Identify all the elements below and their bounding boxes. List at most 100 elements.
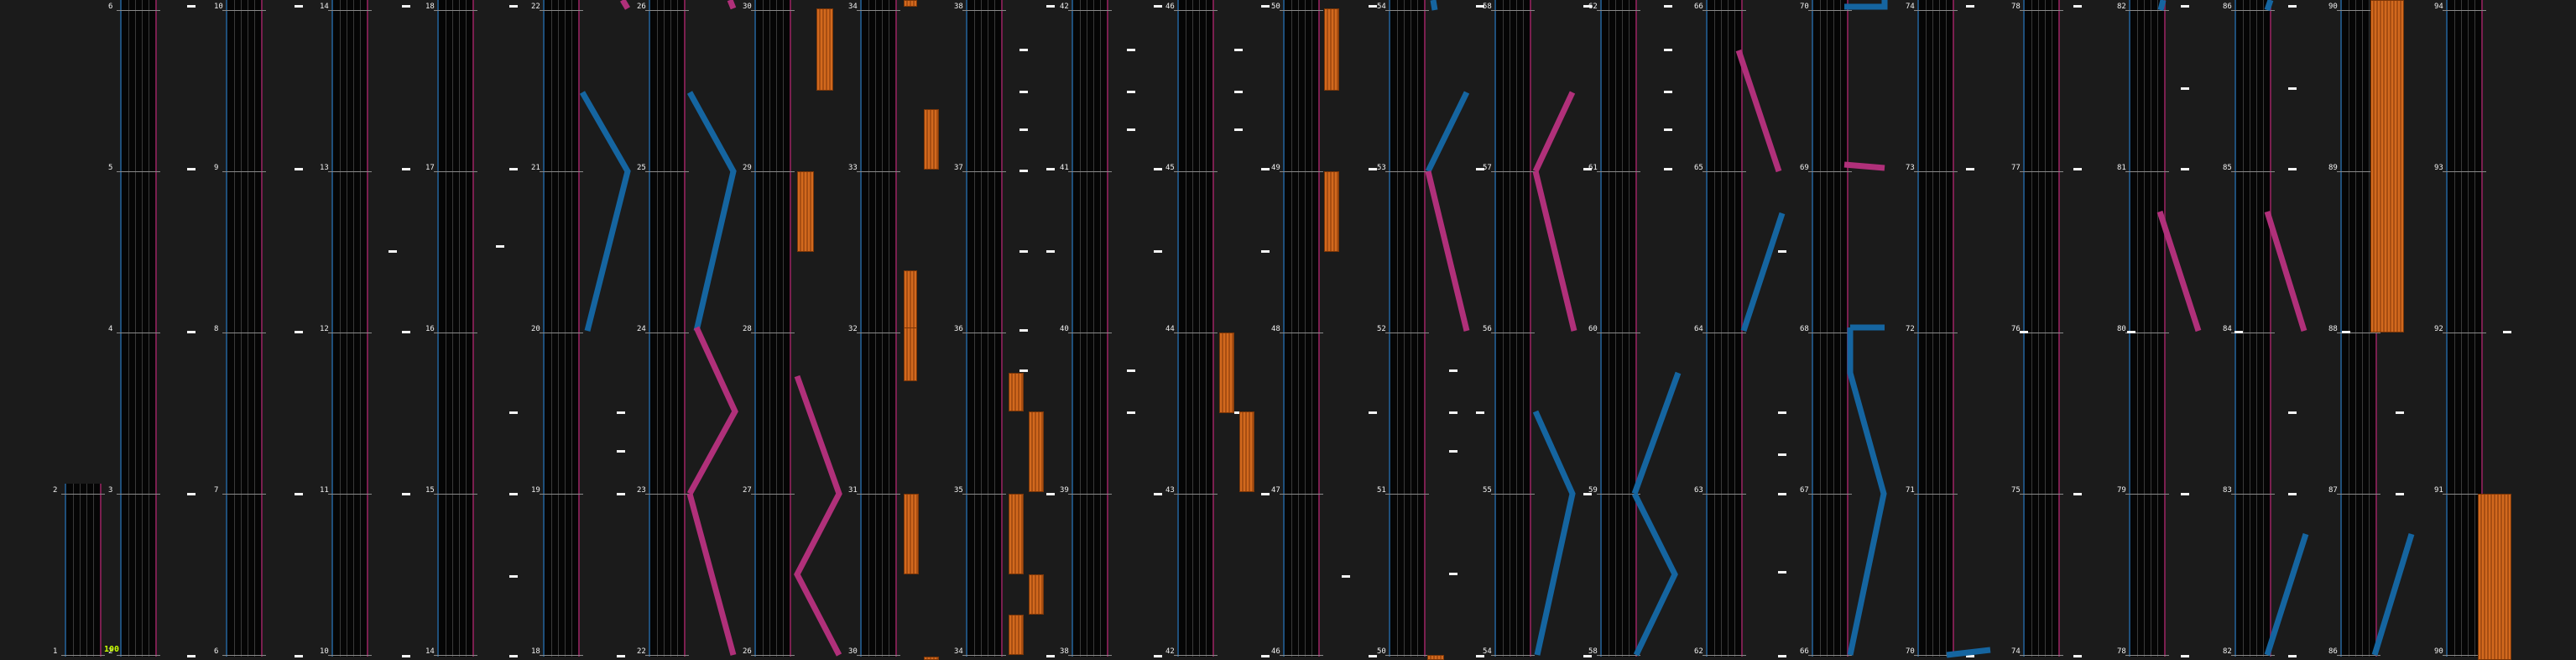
lane-divider: [2256, 0, 2257, 657]
measure-number: 46: [1271, 647, 1280, 656]
measure-number: 40: [1060, 325, 1069, 333]
lane-background: [1073, 0, 1107, 657]
tap-note: [1664, 128, 1672, 131]
measure-number: 83: [2223, 486, 2232, 495]
lane-divider: [93, 484, 94, 657]
slide-left: [1425, 91, 1470, 173]
tap-note: [2396, 493, 2404, 495]
left-rail: [2446, 0, 2448, 657]
measure-number: 9: [214, 164, 219, 172]
measure-line: [2231, 171, 2275, 172]
measure-number: 74: [1906, 3, 1915, 11]
tap-note: [2288, 87, 2297, 90]
tap-note: [1966, 655, 1974, 657]
measure-number: 2: [108, 647, 113, 656]
measure-line: [2231, 494, 2275, 495]
hold-note: [904, 327, 917, 381]
right-rail: [1424, 0, 1426, 657]
measure-number: 82: [2223, 647, 2232, 656]
measure-line: [1280, 494, 1323, 495]
lane-divider: [1820, 0, 1821, 657]
measure-number: 14: [320, 3, 329, 11]
measure-number: 73: [1906, 164, 1915, 172]
lane-divider: [234, 0, 235, 657]
slide-left: [1532, 410, 1576, 656]
measure-line: [1914, 655, 1958, 656]
measure-line: [1808, 171, 1852, 172]
measure-number: 79: [2117, 486, 2126, 495]
measure-number: 80: [2117, 325, 2126, 333]
lane-divider: [340, 0, 341, 657]
tap-note: [509, 168, 518, 170]
tap-note: [2396, 411, 2404, 414]
measure-line: [117, 171, 160, 172]
measure-line: [1914, 494, 1958, 495]
measure-line: [1703, 10, 1746, 11]
tap-note: [617, 411, 625, 414]
measure-number: 58: [1588, 647, 1598, 656]
measure-line: [2020, 655, 2063, 656]
hold-note: [2370, 0, 2404, 333]
lane-divider: [2474, 0, 2475, 657]
right-rail: [472, 0, 474, 657]
measure-number: 38: [954, 3, 963, 11]
right-rail: [1212, 0, 1214, 657]
lane-divider: [142, 0, 143, 657]
measure-number: 29: [743, 164, 752, 172]
lane-background: [2448, 0, 2481, 657]
measure-number: 78: [2011, 3, 2021, 11]
measure-line: [117, 494, 160, 495]
right-rail: [1530, 0, 1531, 657]
lane-background: [1602, 0, 1635, 657]
right-rail: [1107, 0, 1108, 657]
lane-divider: [1093, 0, 1094, 657]
lane-divider: [1629, 0, 1630, 657]
slide-right: [1532, 91, 1576, 173]
tap-note: [1778, 655, 1786, 657]
measure-line: [434, 171, 477, 172]
measure-line: [1491, 10, 1535, 11]
lane-background: [1390, 0, 1424, 657]
measure-line: [2231, 10, 2275, 11]
tap-note: [1778, 571, 1786, 574]
measure-line: [1914, 171, 1958, 172]
tap-note: [1261, 493, 1270, 495]
lane-divider: [128, 0, 129, 657]
lane-divider: [868, 0, 869, 657]
measure-number: 16: [425, 325, 435, 333]
right-rail: [790, 0, 791, 657]
tap-note: [1778, 411, 1786, 414]
tap-note: [1342, 575, 1350, 578]
measure-number: 42: [1060, 3, 1069, 11]
tap-note: [1046, 168, 1055, 170]
measure-line: [540, 655, 583, 656]
tap-note: [2503, 331, 2511, 333]
measure-number: 12: [320, 325, 329, 333]
tap-note: [2181, 168, 2189, 170]
tap-note: [1449, 369, 1457, 372]
lane-background: [2236, 0, 2270, 657]
measure-line: [117, 655, 160, 656]
measure-number: 87: [2328, 486, 2338, 495]
measure-number: 74: [2011, 647, 2021, 656]
measure-number: 11: [320, 486, 329, 495]
tap-note: [1966, 168, 1974, 170]
measure-number: 41: [1060, 164, 1069, 172]
tap-note: [1127, 128, 1135, 131]
measure-number: 53: [1377, 164, 1386, 172]
tap-note: [1664, 168, 1672, 170]
tap-note: [1449, 573, 1457, 575]
lane-divider: [2263, 0, 2264, 657]
measure-number: 5: [108, 164, 113, 172]
measure-number: 92: [2434, 325, 2443, 333]
measure-number: 62: [1694, 647, 1703, 656]
measure-number: 67: [1800, 486, 1809, 495]
measure-line: [1597, 655, 1640, 656]
